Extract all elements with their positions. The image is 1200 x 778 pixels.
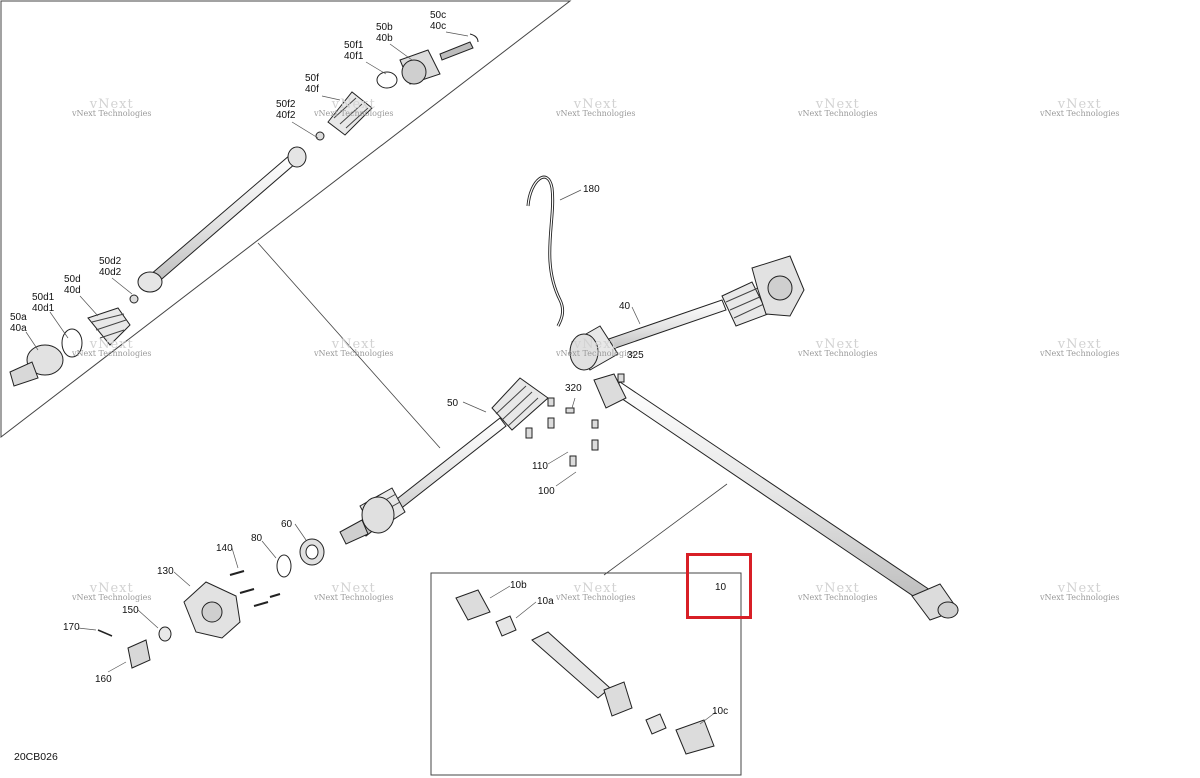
callout-325[interactable]: 325	[627, 350, 644, 361]
detail-inset-panel	[0, 0, 572, 439]
callout-160[interactable]: 160	[95, 674, 112, 685]
callout-leader-lines	[25, 31, 717, 725]
callout-line: 50d2	[99, 256, 122, 267]
callout-10c[interactable]: 10c	[712, 706, 729, 717]
callout-line: 50f2	[276, 99, 296, 110]
callout-10b[interactable]: 10b	[510, 580, 527, 591]
callout-140[interactable]: 140	[216, 543, 233, 554]
callout-320[interactable]: 320	[565, 383, 582, 394]
callout-100[interactable]: 100	[538, 486, 555, 497]
leader-connector-lines	[257, 242, 728, 576]
callout-line: 50a	[10, 312, 27, 323]
callout-line: 50b	[376, 22, 393, 33]
highlight-box-item-10	[686, 553, 752, 619]
diagram-code: 20CB026	[14, 751, 58, 763]
callout-10a[interactable]: 10a	[537, 596, 554, 607]
callout-50[interactable]: 50	[447, 398, 459, 409]
callout-line: 40f	[305, 84, 319, 95]
callout-line: 50c	[430, 10, 447, 21]
callout-130[interactable]: 130	[157, 566, 174, 577]
callout-line: 40c	[430, 21, 447, 32]
callout-150[interactable]: 150	[122, 605, 139, 616]
callout-line: 40d2	[99, 267, 122, 278]
detail-inset-box-10	[430, 572, 742, 776]
callout-line: 50f	[305, 73, 319, 84]
callout-60[interactable]: 60	[281, 519, 293, 530]
callout-line: 40b	[376, 33, 393, 44]
main-drive-assembly	[97, 175, 959, 669]
callout-170[interactable]: 170	[63, 622, 80, 633]
callout-180[interactable]: 180	[583, 184, 600, 195]
callout-40[interactable]: 40	[619, 301, 631, 312]
inset-axle-shaft	[9, 33, 479, 387]
callout-110[interactable]: 110	[532, 461, 548, 472]
callout-line: 40a	[10, 323, 27, 334]
callout-line: 50d	[64, 274, 81, 285]
callout-10[interactable]: 10	[715, 582, 727, 593]
callout-line: 40f2	[276, 110, 296, 121]
callout-line: 40d1	[32, 303, 55, 314]
callout-line: 40d	[64, 285, 81, 296]
callout-line: 50f1	[344, 40, 364, 51]
callout-80[interactable]: 80	[251, 533, 263, 544]
callout-line: 50d1	[32, 292, 55, 303]
callout-line: 40f1	[344, 51, 364, 62]
inset-10-parts	[455, 589, 715, 755]
